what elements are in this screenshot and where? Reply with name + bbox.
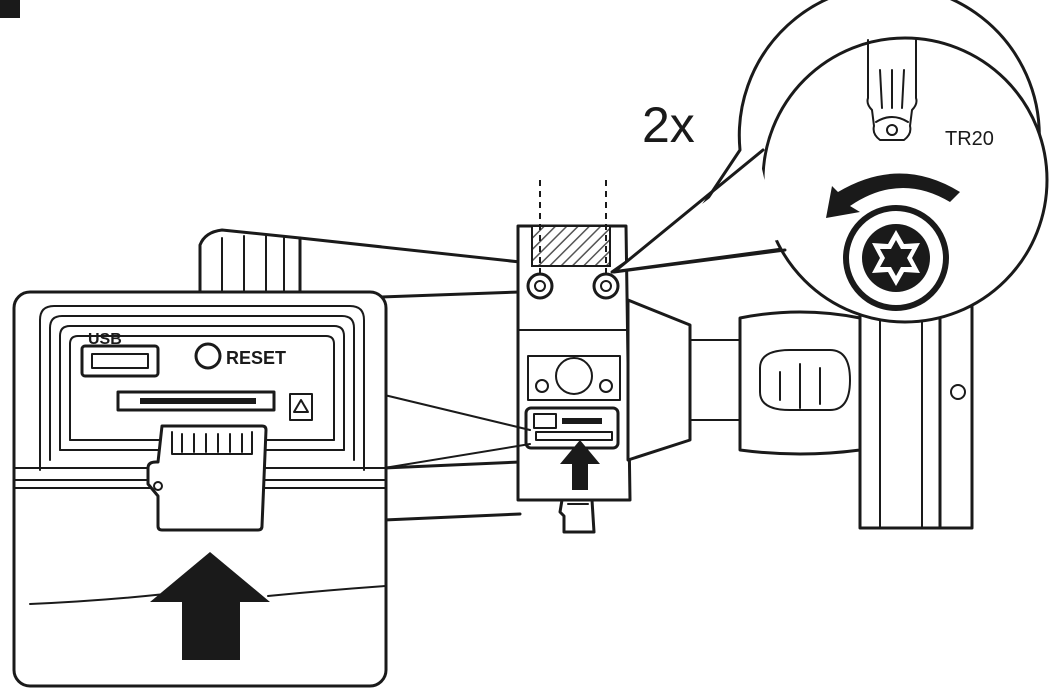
- counterclockwise-arrow-icon: [826, 173, 960, 218]
- bracket-screw-left: [526, 272, 554, 300]
- small-up-arrow-icon: [560, 440, 600, 490]
- torx-screw-head-icon: [843, 205, 949, 311]
- small-microsd-card-icon: [558, 498, 596, 534]
- mount-bracket: [516, 180, 632, 502]
- usb-label: USB: [88, 331, 122, 348]
- microsd-card-icon: [146, 424, 268, 532]
- tool-size-label: TR20: [945, 128, 994, 150]
- torx-screwdriver-icon: [866, 39, 918, 141]
- corner-marker: [0, 0, 20, 18]
- reset-button-icon: [194, 342, 222, 370]
- repeat-count-label: 2x: [642, 97, 695, 153]
- bracket-screw-right: [592, 272, 620, 300]
- callout-magnifier: [610, 0, 1049, 324]
- reset-label: RESET: [226, 348, 286, 368]
- up-arrow-icon: [150, 552, 270, 660]
- wall-mount-arm: [626, 278, 974, 530]
